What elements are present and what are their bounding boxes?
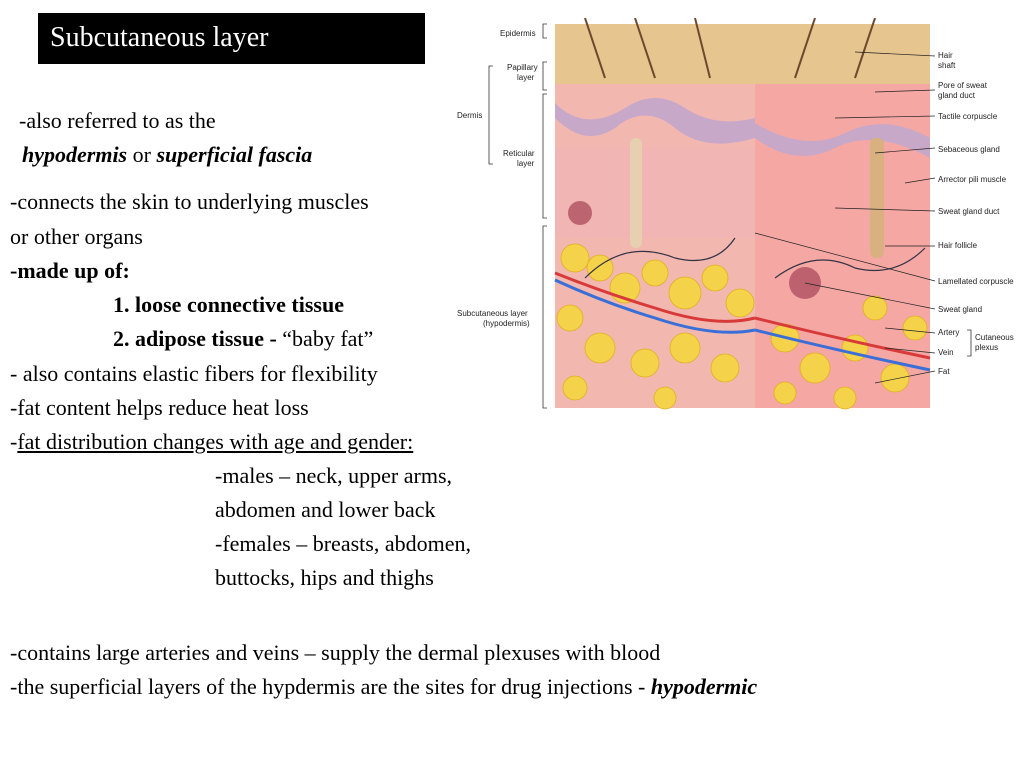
slide-title: Subcutaneous layer [50, 22, 269, 53]
text-line-also-referred: -also referred to as the [19, 108, 216, 133]
label-reticular: Reticular [503, 149, 535, 158]
label-papillary: Papillary [507, 63, 538, 72]
label-plexus: plexus [975, 343, 999, 352]
label-reticular-layer: layer [517, 159, 535, 168]
label-epidermis: Epidermis [500, 29, 536, 38]
text-line-connects: -connects the skin to underlying muscles [10, 189, 369, 214]
text-line-males-cont: abdomen and lower back [215, 497, 436, 522]
baby-fat-quote: “baby fat” [282, 326, 374, 351]
label-sweat-gland-duct: Sweat gland duct [938, 207, 1000, 216]
text-line-fat-content: -fat content helps reduce heat loss [10, 395, 309, 420]
term-hypodermis: hypodermis [22, 142, 128, 167]
label-sweat-gland: Sweat gland [938, 305, 983, 314]
word-or: or [127, 142, 157, 167]
label-hypodermis: (hypodermis) [483, 319, 530, 328]
label-dermis: Dermis [457, 111, 483, 120]
label-fat: Fat [938, 367, 950, 376]
label-hair-follicle: Hair follicle [938, 241, 978, 250]
label-arrector-pili: Arrector pili muscle [938, 175, 1007, 184]
label-lamellated-corpuscle: Lamellated corpuscle [938, 277, 1014, 286]
adipose-label: 2. adipose tissue - [113, 326, 283, 351]
skin-cross-section-figure: Epidermis Papillary layer Dermis Reticul… [455, 17, 1020, 413]
label-hair-shaft: shaft [938, 61, 956, 70]
injections-text: -the superficial layers of the hypdermis… [10, 674, 651, 699]
dash: - [10, 429, 18, 454]
fat-distribution-heading: fat distribution changes with age and ge… [17, 429, 414, 454]
label-papillary-layer: layer [517, 73, 535, 82]
term-superficial-fascia: superficial fascia [156, 142, 313, 167]
cutaneous-plexus-bracket [967, 329, 972, 357]
list-item-adipose: 2. adipose tissue - “baby fat” [113, 326, 373, 352]
text-line-drug-injections: -the superficial layers of the hypdermis… [10, 674, 757, 700]
slide-title-bar: Subcutaneous layer [38, 13, 425, 64]
label-pore: Pore of sweat [938, 81, 987, 90]
label-hair: Hair [938, 51, 953, 60]
text-line-females-cont: buttocks, hips and thighs [215, 565, 434, 590]
text-line-males: -males – neck, upper arms, [215, 463, 453, 488]
term-hypodermic: hypodermic [650, 674, 758, 699]
label-vein: Vein [938, 348, 954, 357]
text-line-arteries-veins: -contains large arteries and veins – sup… [10, 640, 661, 665]
label-subcutaneous-layer: Subcutaneous layer [457, 309, 528, 318]
text-line-fat-distribution: -fat distribution changes with age and g… [10, 429, 413, 455]
text-line-elastic-fibers: - also contains elastic fibers for flexi… [10, 361, 378, 386]
text-line-females: -females – breasts, abdomen, [215, 531, 471, 556]
skin-illustration [488, 17, 936, 410]
label-sebaceous-gland: Sebaceous gland [938, 145, 1000, 154]
label-artery: Artery [938, 328, 960, 337]
label-pore-duct: gland duct [938, 91, 975, 100]
list-item-loose-connective: 1. loose connective tissue [113, 292, 344, 317]
text-line-other-organs: or other organs [10, 224, 143, 249]
label-tactile-corpuscle: Tactile corpuscle [938, 112, 998, 121]
label-cutaneous: Cutaneous [975, 333, 1014, 342]
text-line-hypodermis: hypodermis or superficial fascia [22, 142, 312, 168]
text-line-made-up-of: -made up of: [10, 258, 130, 283]
